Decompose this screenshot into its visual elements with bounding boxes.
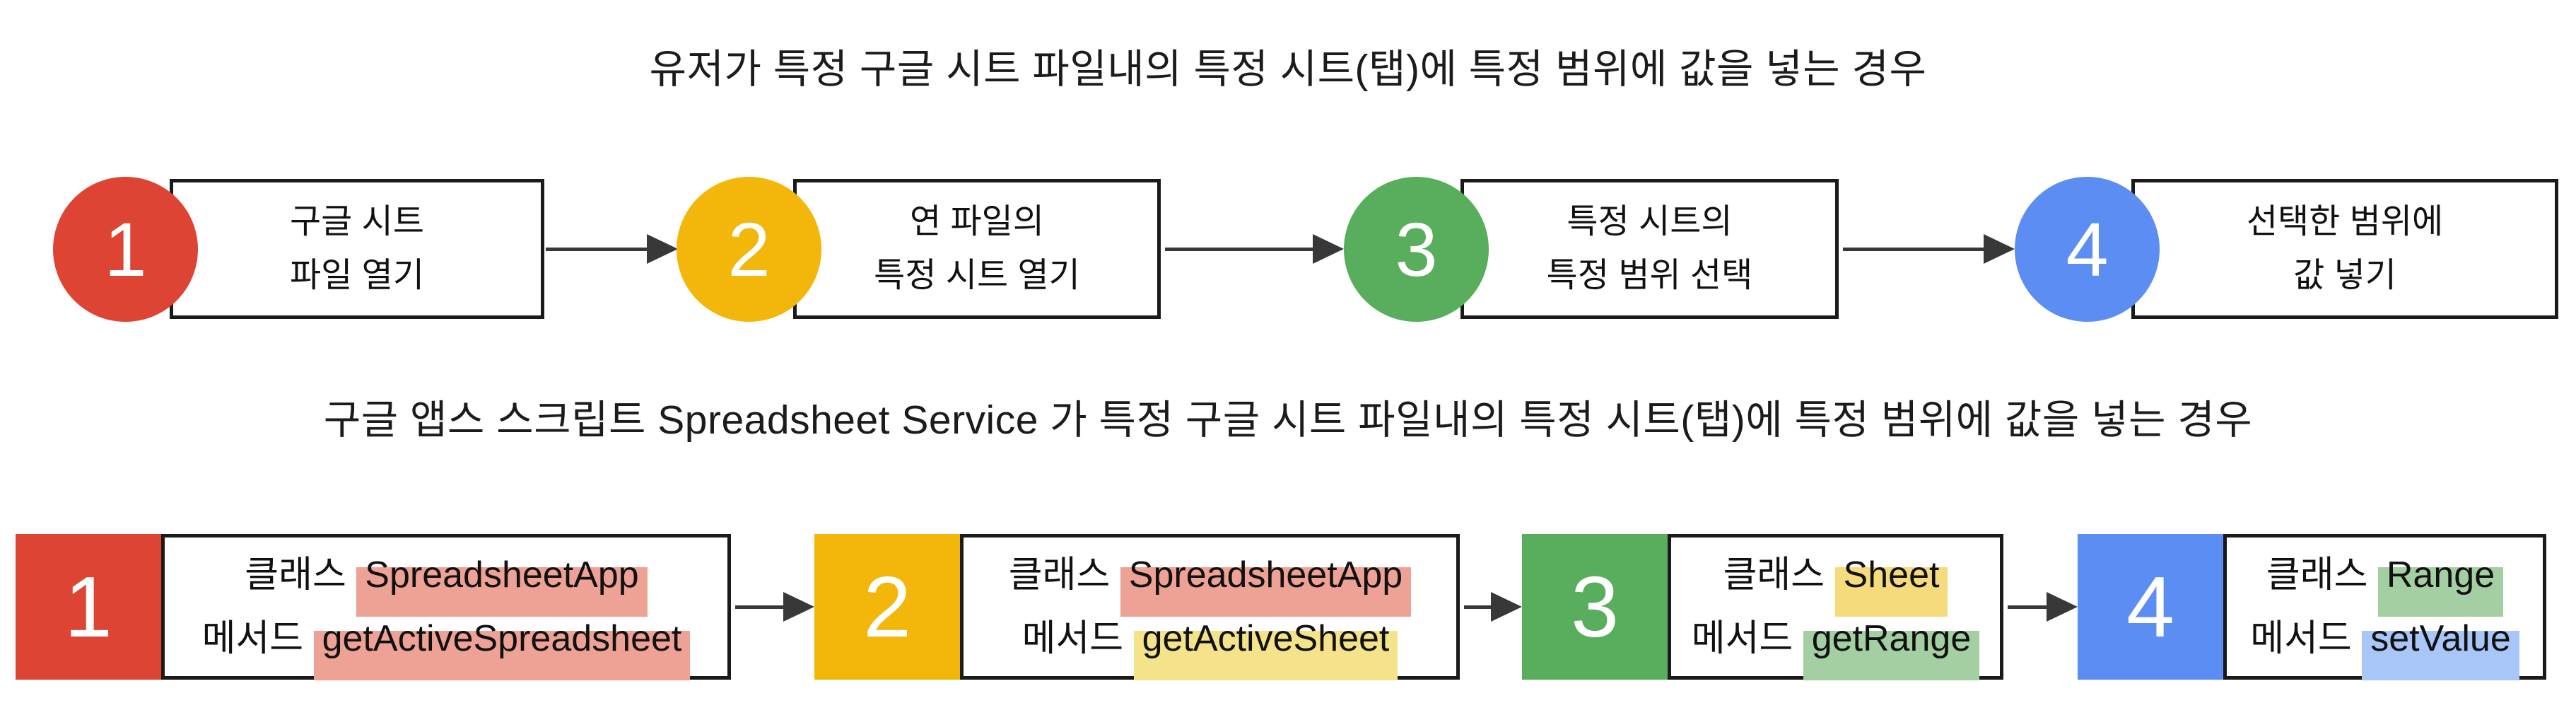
code-highlight: Sheet: [1834, 554, 1948, 617]
class-line: 클래스 Sheet: [1723, 543, 1948, 617]
class-label: 클래스: [2266, 554, 2368, 595]
user-step-circle-1: 1: [53, 177, 198, 322]
code-highlight: getRange: [1803, 618, 1980, 680]
class-label: 클래스: [245, 554, 346, 595]
class-label: 클래스: [1723, 554, 1825, 595]
class-line: 클래스 SpreadsheetApp: [245, 543, 648, 617]
arrow-head-icon: [647, 234, 678, 264]
script-step-square-2: 2: [814, 534, 960, 680]
code-highlight: getActiveSheet: [1133, 618, 1398, 680]
user-step-circle-3: 3: [1344, 177, 1489, 322]
step-text-line: 파일 열기: [290, 257, 424, 294]
user-step-box-3: 특정 시트의 특정 범위 선택: [1460, 179, 1839, 319]
step-number: 3: [1395, 207, 1438, 292]
class-line: 클래스 Range: [2266, 543, 2504, 617]
step-text-line: 연 파일의: [910, 203, 1044, 240]
user-flow-title: 유저가 특정 구글 시트 파일내의 특정 시트(탭)에 특정 범위에 값을 넣는…: [649, 47, 1927, 92]
class-label: 클래스: [1008, 554, 1111, 595]
arrow-head-icon: [783, 592, 814, 622]
script-step-box-4: 클래스 Range 메서드 setValue: [2223, 534, 2546, 680]
step-text-line: 구글 시트: [290, 203, 424, 240]
code-highlight: getActiveSpreadsheet: [313, 618, 691, 680]
flow-arrow: [2008, 592, 2078, 622]
step-text-line: 특정 시트의: [1567, 203, 1733, 240]
step-number: 2: [727, 207, 771, 292]
script-step-box-2: 클래스 SpreadsheetApp 메서드 getActiveSheet: [960, 534, 1460, 680]
code-highlight: SpreadsheetApp: [356, 554, 648, 617]
method-line: 메서드 setValue: [2250, 607, 2519, 680]
script-step-box-3: 클래스 Sheet 메서드 getRange: [1668, 534, 2003, 680]
flow-arrow: [1464, 592, 1522, 622]
method-line: 메서드 getActiveSpreadsheet: [201, 607, 691, 680]
step-number: 2: [863, 559, 911, 655]
step-text-line: 값 넣기: [2293, 257, 2396, 294]
step-number: 4: [2126, 559, 2174, 655]
method-line: 메서드 getRange: [1691, 607, 1980, 680]
method-label: 메서드: [2250, 618, 2352, 659]
arrow-head-icon: [2047, 592, 2078, 622]
script-flow-title: 구글 앱스 스크립트 Spreadsheet Service 가 특정 구글 시…: [323, 397, 2253, 443]
user-step-circle-2: 2: [677, 177, 821, 322]
code-highlight: setValue: [2362, 618, 2519, 680]
user-step-box-2: 연 파일의 특정 시트 열기: [793, 179, 1161, 319]
step-text-line: 특정 시트 열기: [874, 257, 1080, 294]
flow-arrow: [1843, 234, 2015, 264]
step-number: 3: [1571, 559, 1619, 655]
user-step-box-1: 구글 시트 파일 열기: [170, 179, 544, 319]
step-number: 1: [64, 559, 112, 655]
script-step-square-3: 3: [1522, 534, 1668, 680]
method-label: 메서드: [1021, 618, 1124, 659]
user-step-box-4: 선택한 범위에 값 넣기: [2131, 179, 2558, 319]
script-step-square-4: 4: [2078, 534, 2223, 680]
user-step-circle-4: 4: [2015, 177, 2160, 322]
class-line: 클래스 SpreadsheetApp: [1008, 543, 1412, 617]
method-label: 메서드: [201, 618, 304, 659]
arrow-head-icon: [1313, 234, 1344, 264]
arrow-head-icon: [1984, 234, 2015, 264]
script-step-box-1: 클래스 SpreadsheetApp 메서드 getActiveSpreadsh…: [161, 534, 731, 680]
flow-arrow: [546, 234, 678, 264]
step-text-line: 특정 범위 선택: [1546, 257, 1753, 294]
flow-arrow: [735, 592, 814, 622]
code-highlight: SpreadsheetApp: [1120, 554, 1412, 617]
method-line: 메서드 getActiveSheet: [1021, 607, 1398, 680]
step-number: 1: [104, 207, 147, 292]
script-step-square-1: 1: [16, 534, 161, 680]
method-label: 메서드: [1691, 618, 1793, 659]
step-text-line: 선택한 범위에: [2246, 203, 2444, 240]
flow-arrow: [1165, 234, 1344, 264]
arrow-head-icon: [1491, 592, 1522, 622]
code-highlight: Range: [2377, 554, 2504, 617]
step-number: 4: [2066, 207, 2109, 292]
